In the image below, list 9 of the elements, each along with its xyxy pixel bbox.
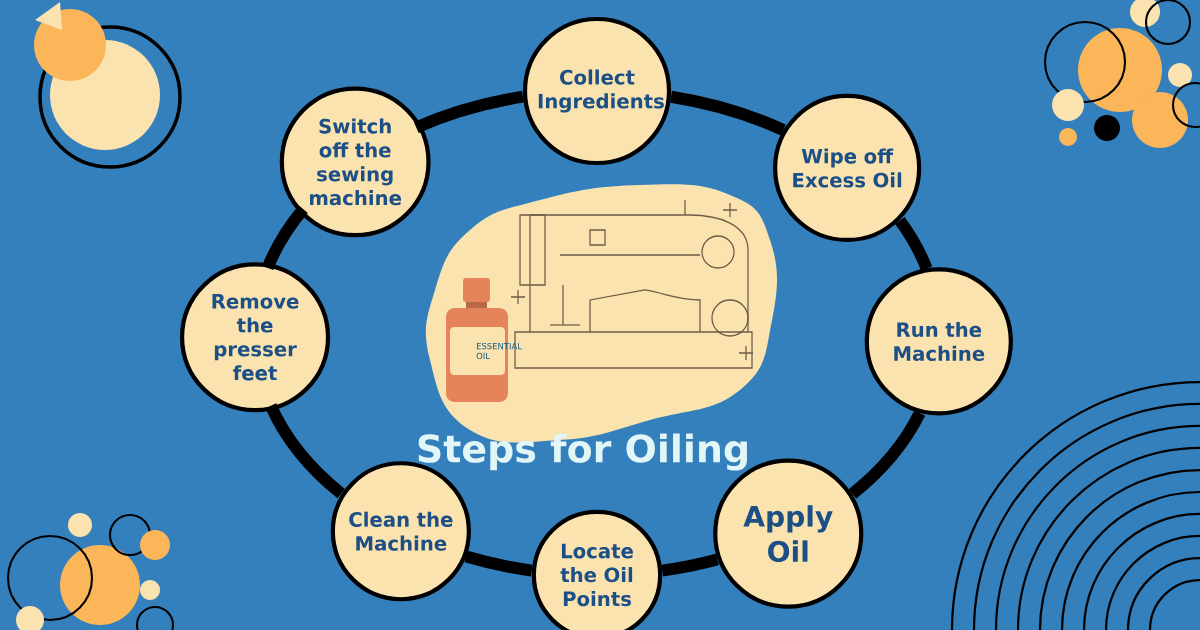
ring-segment [413, 90, 524, 134]
ring-segment [262, 205, 308, 271]
ring-segment [661, 553, 719, 577]
ring-segment [265, 403, 346, 499]
bottle-label-text: ESSENTIAL OIL [476, 342, 522, 360]
ring-segment [848, 410, 926, 499]
ring-segment [670, 90, 786, 136]
ring-segment [464, 550, 533, 577]
ring-segment [895, 217, 933, 271]
